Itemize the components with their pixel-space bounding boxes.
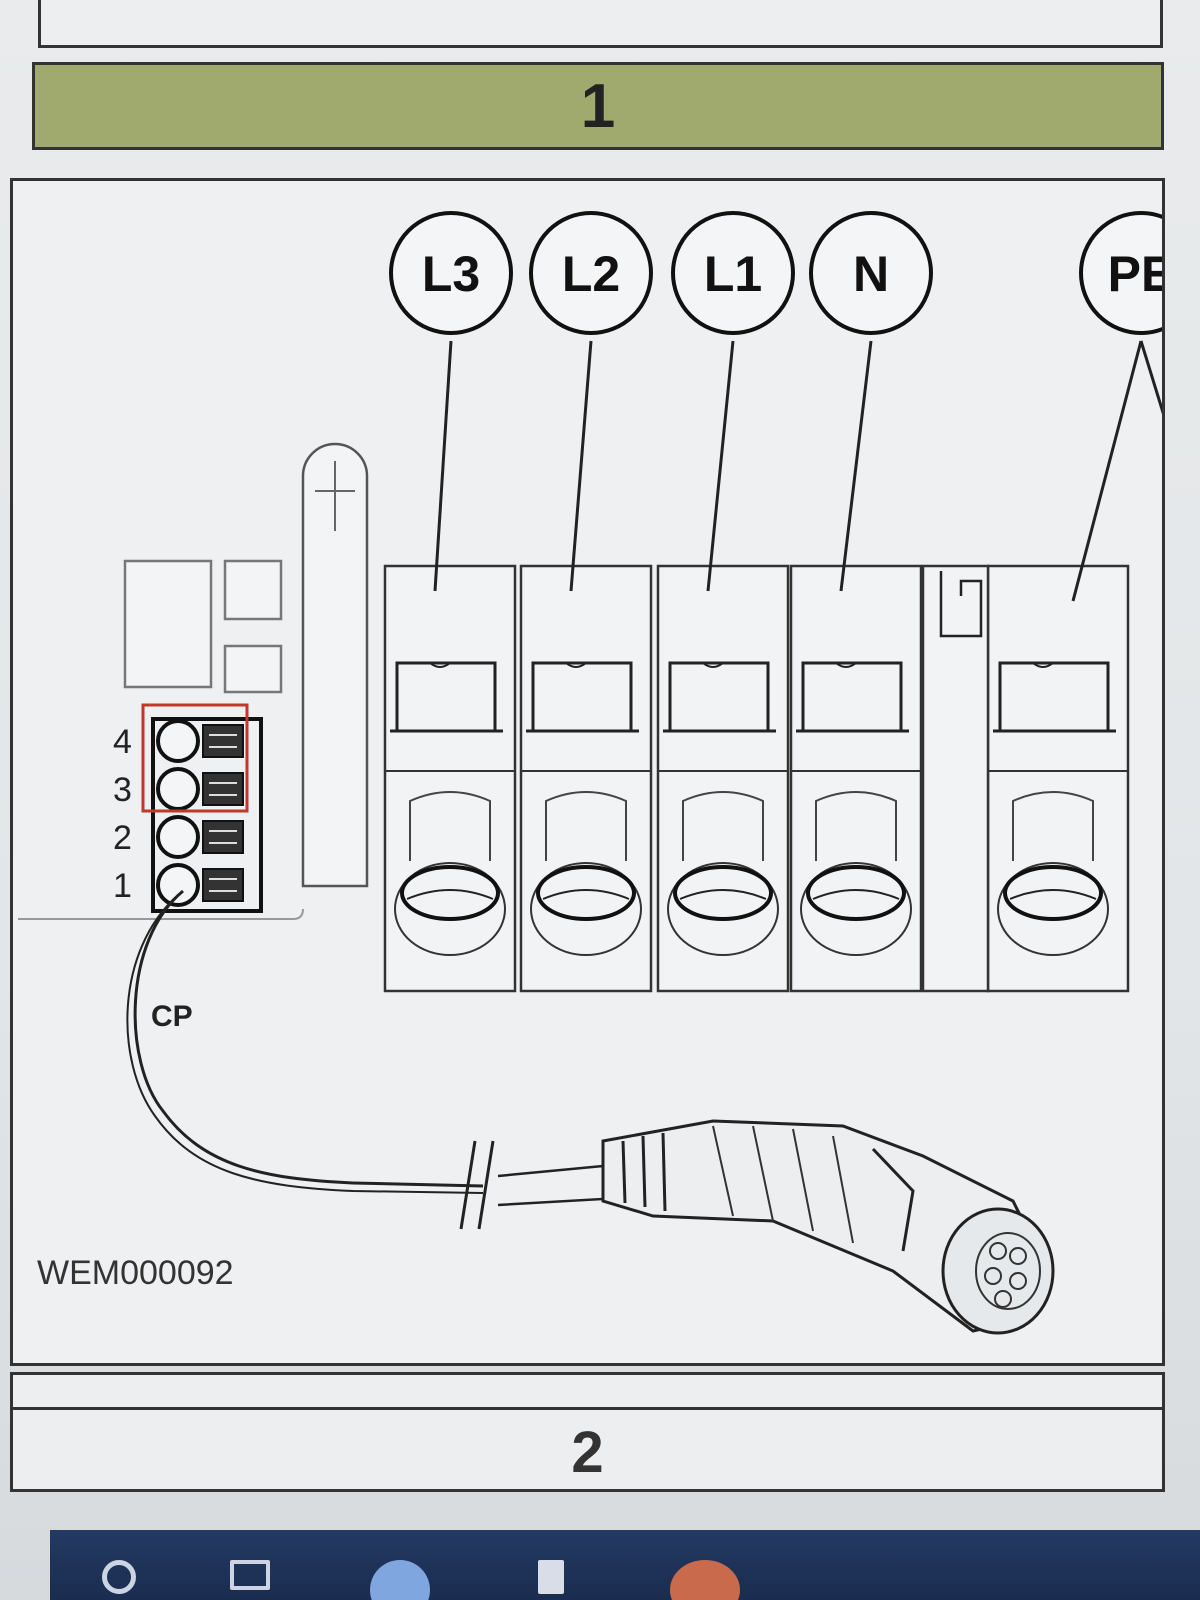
type2-charging-plug <box>601 1119 1055 1335</box>
taskbar <box>50 1530 1200 1600</box>
section-footer-2: 2 <box>10 1372 1165 1492</box>
terminal-label: N <box>853 246 889 302</box>
module-block-large <box>123 559 213 689</box>
connector-pin-4 <box>156 719 244 763</box>
connector-pin-2 <box>156 815 244 859</box>
wiring-diagram-panel: L3 L2 L1 N PE 4 3 2 1 CP WEM000092 <box>10 178 1200 1366</box>
browser-icon[interactable] <box>370 1560 430 1600</box>
module-block-small-1 <box>223 559 283 621</box>
pins-3-4-highlight <box>141 703 249 813</box>
cp-connector <box>151 717 263 913</box>
terminal-l3: L3 <box>383 211 517 993</box>
connector-pin-1 <box>156 863 244 907</box>
app-icon[interactable] <box>670 1560 740 1600</box>
din-rail-post <box>301 442 369 888</box>
terminal-l2: L2 <box>519 211 653 993</box>
spacer-block <box>921 564 990 993</box>
terminal-pe: PE <box>986 211 1200 993</box>
connector-pin-3 <box>156 767 244 811</box>
figure-code: WEM000092 <box>37 1254 234 1292</box>
section-number: 1 <box>580 71 616 141</box>
cp-cable <box>133 889 484 1188</box>
module-block-small-2 <box>223 644 283 694</box>
previous-section-frame <box>38 0 1163 48</box>
pin-number: 4 <box>113 723 132 761</box>
terminal-label: PE <box>1108 246 1162 302</box>
terminal-l1: L1 <box>656 211 795 993</box>
file-icon[interactable] <box>538 1560 564 1594</box>
terminal-n: N <box>789 211 933 993</box>
section-header-1: 1 <box>32 62 1164 150</box>
terminal-label: L1 <box>704 246 762 302</box>
pin-number: 3 <box>113 771 132 809</box>
terminal-label: L3 <box>422 246 480 302</box>
search-icon[interactable] <box>102 1560 136 1594</box>
wiring-diagram: L3 L2 L1 N PE 4 3 2 1 CP WEM000092 <box>18 211 1200 1335</box>
pin-number: 1 <box>113 867 132 905</box>
pin-number: 2 <box>113 819 132 857</box>
terminal-label: L2 <box>562 246 620 302</box>
section-number: 2 <box>571 1419 604 1485</box>
cable-label: CP <box>151 1000 193 1033</box>
task-view-icon[interactable] <box>230 1560 270 1590</box>
